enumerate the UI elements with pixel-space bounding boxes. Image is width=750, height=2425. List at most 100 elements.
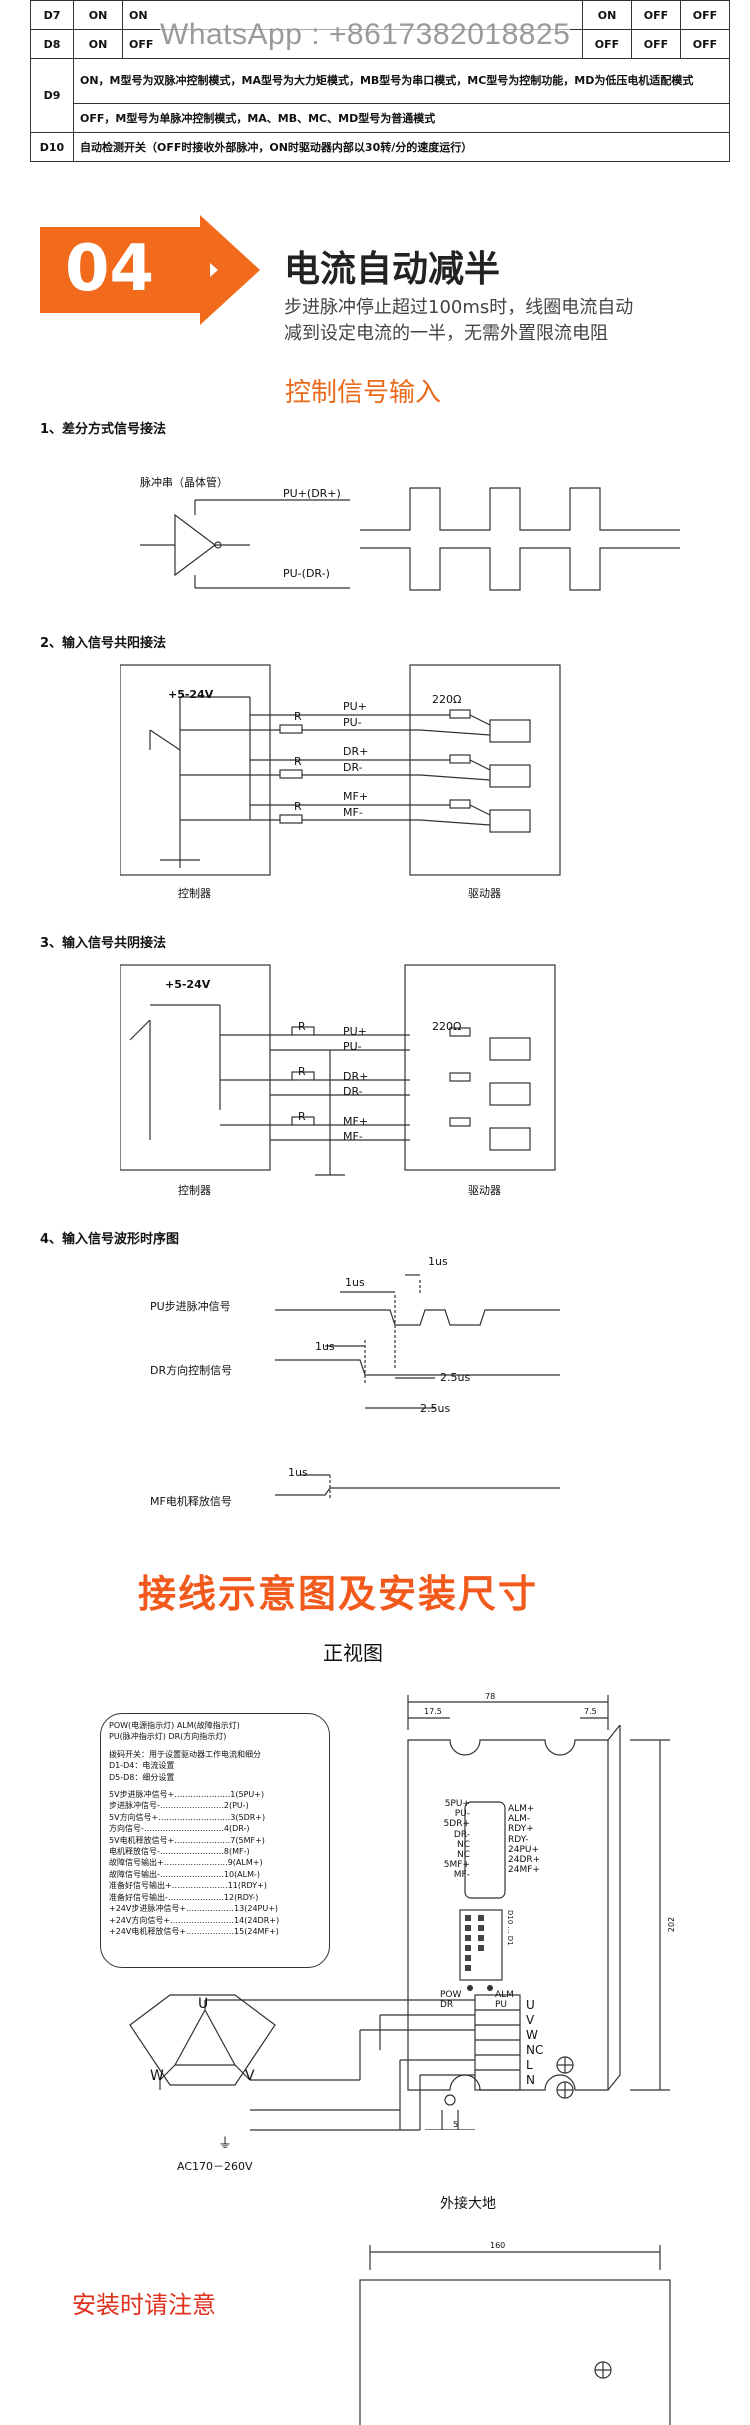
cathode-r-3: R <box>298 1110 306 1123</box>
pin-label: 5MF+ <box>443 1860 470 1871</box>
external-ground-label: 外接大地 <box>440 2196 496 2212</box>
cathode-r-2: R <box>298 1065 306 1078</box>
box-line: D1-D4：电流设置 <box>109 1761 175 1771</box>
timing-pu-label: PU步进脉冲信号 <box>150 1300 231 1313</box>
pin-label: 24MF+ <box>508 1865 540 1876</box>
watermark: WhatsApp : +8617382018825 <box>160 18 571 52</box>
pin-label: 24PU+ <box>508 1844 540 1855</box>
motor-w: W <box>150 2068 164 2084</box>
cathode-diagram <box>120 964 556 1176</box>
anode-pin: PU+ <box>343 700 367 713</box>
section-subtitle: 控制信号输入 <box>285 378 442 408</box>
box-line: 5V方向信号+………………………3(5DR+) <box>109 1812 266 1822</box>
pin-label: RDY+ <box>508 1824 534 1835</box>
box-line: 步进脉冲信号-……………………2(PU-) <box>109 1801 249 1811</box>
install-title: 接线示意图及安装尺寸 <box>138 1572 539 1616</box>
diff-pu-plus: PU+(DR+) <box>283 487 341 500</box>
pin-label: ALM+ <box>508 1804 535 1814</box>
timing-t1-d: 1us <box>288 1466 308 1479</box>
box-line: PU(脉冲指示灯) DR(方向指示灯) <box>109 1732 227 1742</box>
driver-outline <box>407 1695 670 2130</box>
anode-r-2: R <box>294 755 302 768</box>
timing-t1-a: 1us <box>345 1276 365 1289</box>
box-line: +24V方向信号+……………………14(24DR+) <box>109 1915 280 1925</box>
table-cell: ON，M型号为双脉冲控制模式，MA型号为大力矩模式，MB型号为串口模式，MC型号… <box>73 58 730 104</box>
box-line: 故障信号输出+……………………9(ALM+) <box>109 1858 263 1868</box>
row-key: D7 <box>30 0 74 30</box>
box-line: 方向信号-…………………………4(DR-) <box>109 1824 250 1834</box>
table-cell: OFF <box>680 0 730 30</box>
timing-t1-c: 1us <box>315 1340 335 1353</box>
cathode-pin: MF+ <box>343 1115 369 1128</box>
terminal-label: NC <box>526 2043 544 2057</box>
anode-ohm: 220Ω <box>432 693 462 706</box>
box-line: +24V步进脉冲信号+………………13(24PU+) <box>109 1904 279 1914</box>
timing-t2-a: 2.5us <box>440 1371 471 1384</box>
motor-v: V <box>245 2068 255 2084</box>
terminal-label: V <box>526 2013 535 2027</box>
terminal-label: N <box>526 2073 535 2087</box>
diff-heading: 1、差分方式信号接法 <box>40 422 167 437</box>
pin-label: 5PU+ <box>444 1799 470 1809</box>
timing-diagram <box>275 1274 560 1500</box>
cathode-heading: 3、输入信号共阴接法 <box>40 936 167 951</box>
diff-source-label: 脉冲串（晶体管） <box>140 476 228 489</box>
table-cell: OFF <box>582 29 632 59</box>
cathode-controller: 控制器 <box>178 1184 211 1197</box>
cathode-pin: MF- <box>343 1130 363 1143</box>
cathode-pin: DR+ <box>343 1070 369 1083</box>
section-arrow-badge <box>40 215 260 325</box>
terminal-label: U <box>526 1998 535 2012</box>
cathode-supply: +5-24V <box>165 978 211 991</box>
dim-width: 78 <box>485 1692 496 1701</box>
table-cell: ON <box>73 29 123 59</box>
box-line: D5-D8：细分设置 <box>109 1772 175 1782</box>
diff-pu-minus: PU-(DR-) <box>283 567 330 580</box>
led-dr: DR <box>440 2000 454 2010</box>
table-cell: ON <box>582 0 632 30</box>
led-alm: ALM <box>495 1990 514 2000</box>
section-number: 04 <box>65 232 155 306</box>
connector-right-labels: ALM+ ALM- RDY+ RDY- 24PU+ 24DR+ 24MF+ <box>508 1804 540 1875</box>
diff-diagram <box>140 487 680 591</box>
box-line: POW(电源指示灯) ALM(故障指示灯) <box>109 1721 240 1730</box>
pin-label: NC <box>456 1839 470 1850</box>
table-cell: OFF，M型号为单脉冲控制模式，MA、MB、MC、MD型号为普通模式 <box>73 103 730 133</box>
anode-pin: DR- <box>343 761 363 774</box>
timing-heading: 4、输入信号波形时序图 <box>40 1232 180 1247</box>
cathode-driver: 驱动器 <box>468 1184 501 1197</box>
anode-r-3: R <box>294 800 302 813</box>
box-line: 准备好信号输出+…………………11(RDY+) <box>109 1881 267 1891</box>
timing-t2-b: 2.5us <box>420 1402 451 1415</box>
led-pow: POW <box>440 1990 462 2000</box>
box-line: 5V步进脉冲信号+…………………1(5PU+) <box>109 1790 265 1800</box>
connector-left-labels: 5PU+ PU- 5DR+ DR- NC NC 5MF+ MF- <box>440 1799 470 1881</box>
anode-r-1: R <box>294 710 302 723</box>
pin-label: MF- <box>453 1870 470 1881</box>
box-line: +24V电机释放信号+………………15(24MF+) <box>109 1926 279 1936</box>
anode-supply: +5-24V <box>168 688 214 701</box>
row-key: D8 <box>30 29 74 59</box>
pin-label: 5DR+ <box>443 1819 470 1830</box>
dim-b: 7.5 <box>584 1707 597 1716</box>
box-line: 拨码开关：用于设置驱动器工作电流和细分 <box>109 1749 261 1759</box>
section-desc-2: 减到设定电流的一半，无需外置限流电阻 <box>284 323 608 344</box>
box-line: 故障信号输出-……………………10(ALM-) <box>109 1869 261 1879</box>
box-line: 准备好信号输出-…………………12(RDY-) <box>109 1892 259 1902</box>
dip-label: D10 … D1 <box>506 1910 514 1946</box>
ac-voltage: AC170－260V <box>177 2160 253 2173</box>
pin-label: DR- <box>453 1829 470 1840</box>
cathode-pin: PU+ <box>343 1025 367 1038</box>
row-key: D9 <box>30 58 74 133</box>
motor-u: U <box>198 1996 209 2012</box>
anode-pin: PU- <box>343 716 362 729</box>
box-line: 电机释放信号-……………………8(MF-) <box>109 1847 250 1857</box>
cathode-pin: DR- <box>343 1085 363 1098</box>
terminal-label: W <box>526 2028 538 2042</box>
table-row: D9 ON，M型号为双脉冲控制模式，MA型号为大力矩模式，MB型号为串口模式，M… <box>30 58 730 133</box>
anode-pin: MF+ <box>343 790 369 803</box>
dim-160: 160 <box>490 2241 506 2250</box>
anode-heading: 2、输入信号共阳接法 <box>40 636 167 651</box>
anode-pin: DR+ <box>343 745 369 758</box>
anode-controller: 控制器 <box>178 887 211 900</box>
